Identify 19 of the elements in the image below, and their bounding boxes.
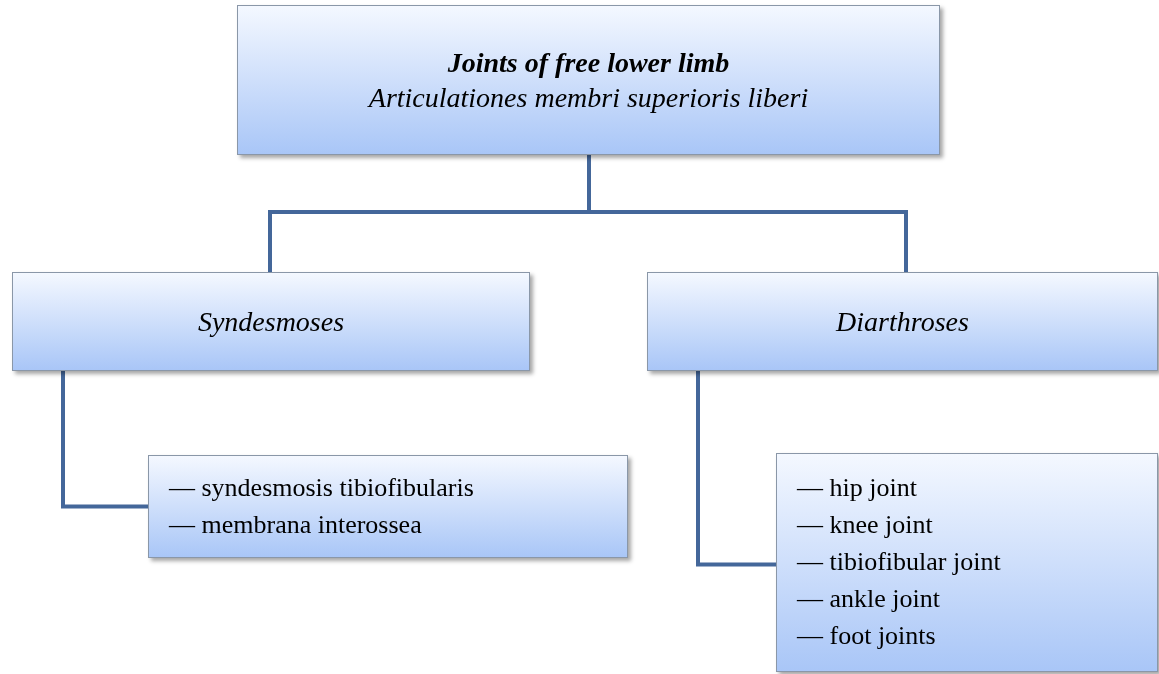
- list-item: — hip joint: [797, 472, 917, 505]
- category-box: [12, 272, 530, 371]
- title: Joints of free lower limb: [447, 46, 730, 80]
- list-box: [776, 453, 1158, 672]
- list-box: [148, 455, 628, 558]
- list-item: — ankle joint: [797, 582, 940, 615]
- list-item: — syndesmosis tibiofibularis: [169, 471, 474, 504]
- title-box: [237, 5, 940, 155]
- list-item: — knee joint: [797, 509, 933, 542]
- connector-line: [61, 371, 148, 509]
- connector-line: [587, 155, 908, 272]
- category-label: Diarthroses: [836, 305, 969, 339]
- list-item: — tibiofibular joint: [797, 546, 1001, 579]
- connector-line: [696, 371, 776, 567]
- list-item: — foot joints: [797, 619, 936, 652]
- list-item: — membrana interossea: [169, 508, 422, 541]
- category-label: Syndesmoses: [197, 305, 345, 339]
- category-box: [647, 272, 1158, 371]
- subtitle: Articulationes membri superioris liberi: [368, 81, 809, 115]
